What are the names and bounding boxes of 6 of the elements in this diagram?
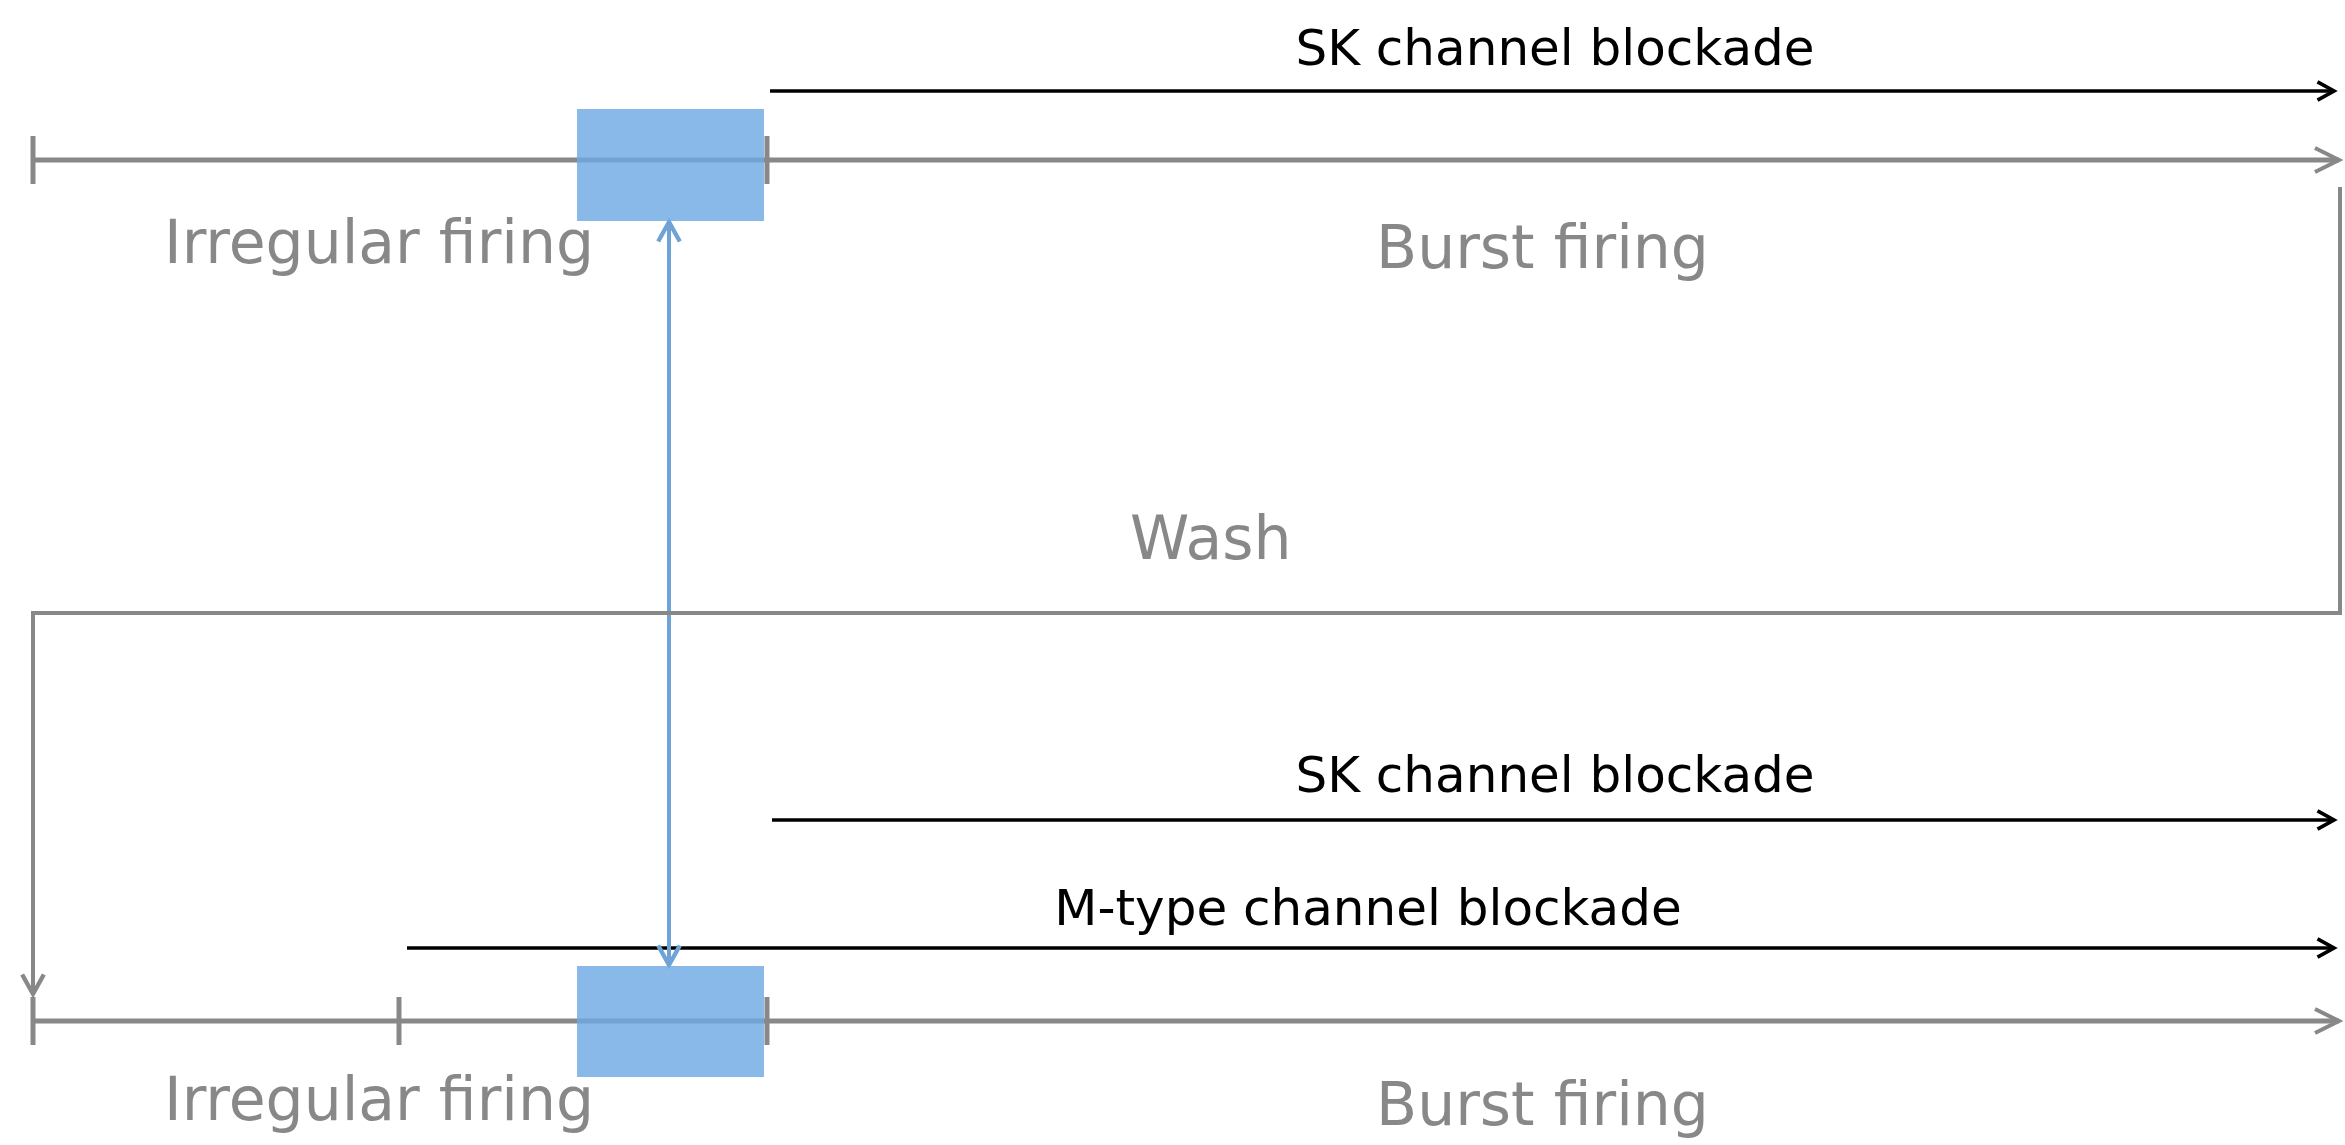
edge-label: Wash xyxy=(1130,508,1292,568)
arrow-label: SK channel blockade xyxy=(1295,23,1815,73)
arrow-label: SK channel blockade xyxy=(1295,750,1815,800)
double-arrow xyxy=(656,219,682,968)
elbow-arrow xyxy=(20,187,2342,997)
arrow-label: M-type channel blockade xyxy=(1054,883,1682,933)
